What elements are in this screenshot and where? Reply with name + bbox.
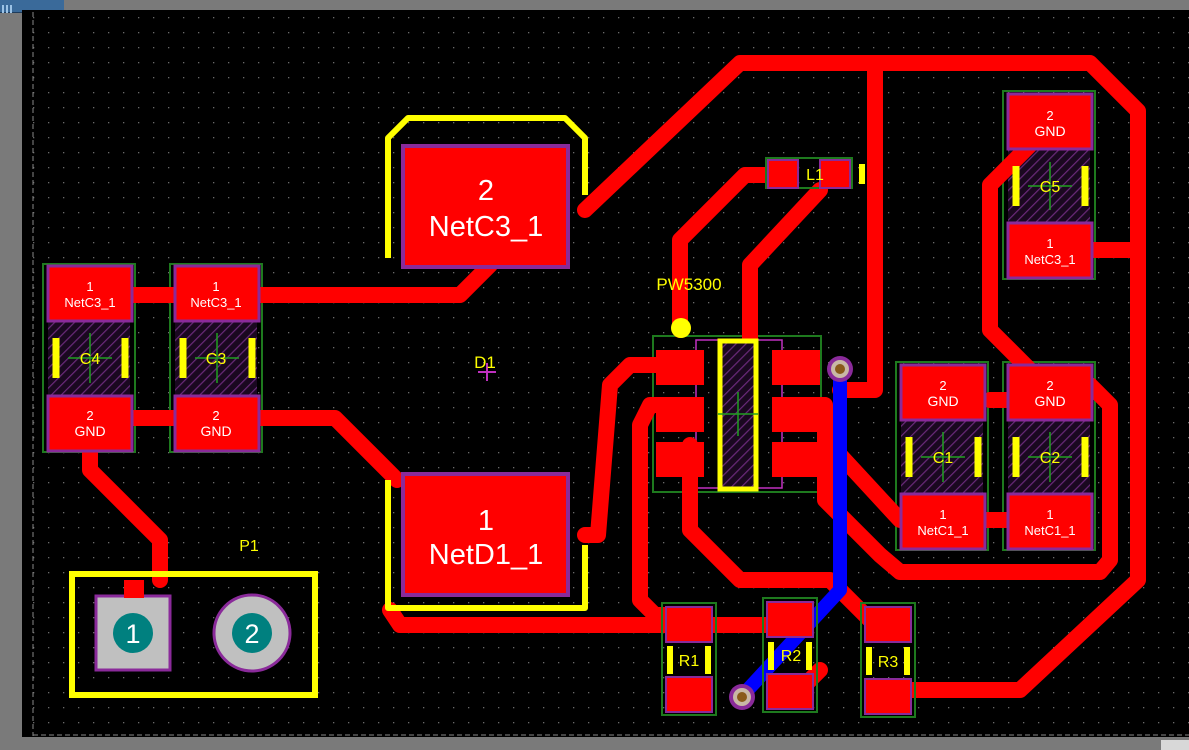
c5-pad2-number: 2 <box>1046 108 1053 123</box>
c5-pad2-net: GND <box>1034 123 1065 139</box>
d1-origin-marker <box>478 363 496 381</box>
c2-designator: C2 <box>1040 450 1061 467</box>
c2-pad2-number: 2 <box>1046 378 1053 393</box>
c4-pad1-number: 1 <box>86 279 93 294</box>
u1-designator: PW5300 <box>656 275 721 294</box>
c2-capacitor[interactable] <box>1006 363 1094 551</box>
u1-ic[interactable] <box>656 318 820 492</box>
r2-designator: R2 <box>781 648 802 665</box>
r3-resistor[interactable] <box>860 602 916 718</box>
r3-designator: R3 <box>878 654 899 671</box>
c1-pad2-number: 2 <box>939 378 946 393</box>
status-corner <box>1161 740 1189 750</box>
c1-capacitor[interactable] <box>899 363 987 551</box>
d1-pad2-number: 2 <box>478 175 494 207</box>
c4-designator: C4 <box>80 351 101 368</box>
l1-inductor[interactable] <box>765 157 865 189</box>
c1-pad2-net: GND <box>927 393 958 409</box>
r2-resistor[interactable] <box>762 597 818 713</box>
vias <box>729 356 853 710</box>
c5-pad1-net: NetC3_1 <box>1024 252 1075 267</box>
c3-pad1-number: 1 <box>212 279 219 294</box>
d1-pad2-net: NetC3_1 <box>429 211 543 243</box>
d1-silkscreen <box>385 115 588 611</box>
c2-pad1-net: NetC1_1 <box>1024 523 1075 538</box>
bottom-layer-track <box>736 370 847 701</box>
d1-pad1-net: NetD1_1 <box>429 539 543 571</box>
c1-pad1-number: 1 <box>939 507 946 522</box>
d1-pads <box>401 144 570 597</box>
c4-pad2-number: 2 <box>86 408 93 423</box>
c3-pad2-number: 2 <box>212 408 219 423</box>
c3-capacitor[interactable] <box>173 264 261 453</box>
c2-pad2-net: GND <box>1034 393 1065 409</box>
l1-designator: L1 <box>806 167 824 184</box>
c3-pad1-net: NetC3_1 <box>190 295 241 310</box>
p1-pad2-number: 2 <box>244 619 259 649</box>
c5-designator: C5 <box>1040 179 1061 196</box>
c1-pad1-net: NetC1_1 <box>917 523 968 538</box>
c2-pad1-number: 1 <box>1046 507 1053 522</box>
p1-pad1-number: 1 <box>125 619 140 649</box>
c4-pad1-net: NetC3_1 <box>64 295 115 310</box>
d1-designator: D1 <box>474 353 496 372</box>
c3-pad2-net: GND <box>200 423 231 439</box>
p1-connector[interactable] <box>69 571 318 698</box>
c4-capacitor[interactable] <box>46 264 134 453</box>
p1-designator: P1 <box>239 538 259 555</box>
c4-pad2-net: GND <box>74 423 105 439</box>
r1-resistor[interactable] <box>661 602 717 716</box>
c1-designator: C1 <box>933 450 954 467</box>
c5-capacitor[interactable] <box>1006 92 1094 280</box>
d1-pad1-number: 1 <box>478 505 494 537</box>
c3-designator: C3 <box>206 351 227 368</box>
c5-pad1-number: 1 <box>1046 236 1053 251</box>
r1-designator: R1 <box>679 653 700 670</box>
